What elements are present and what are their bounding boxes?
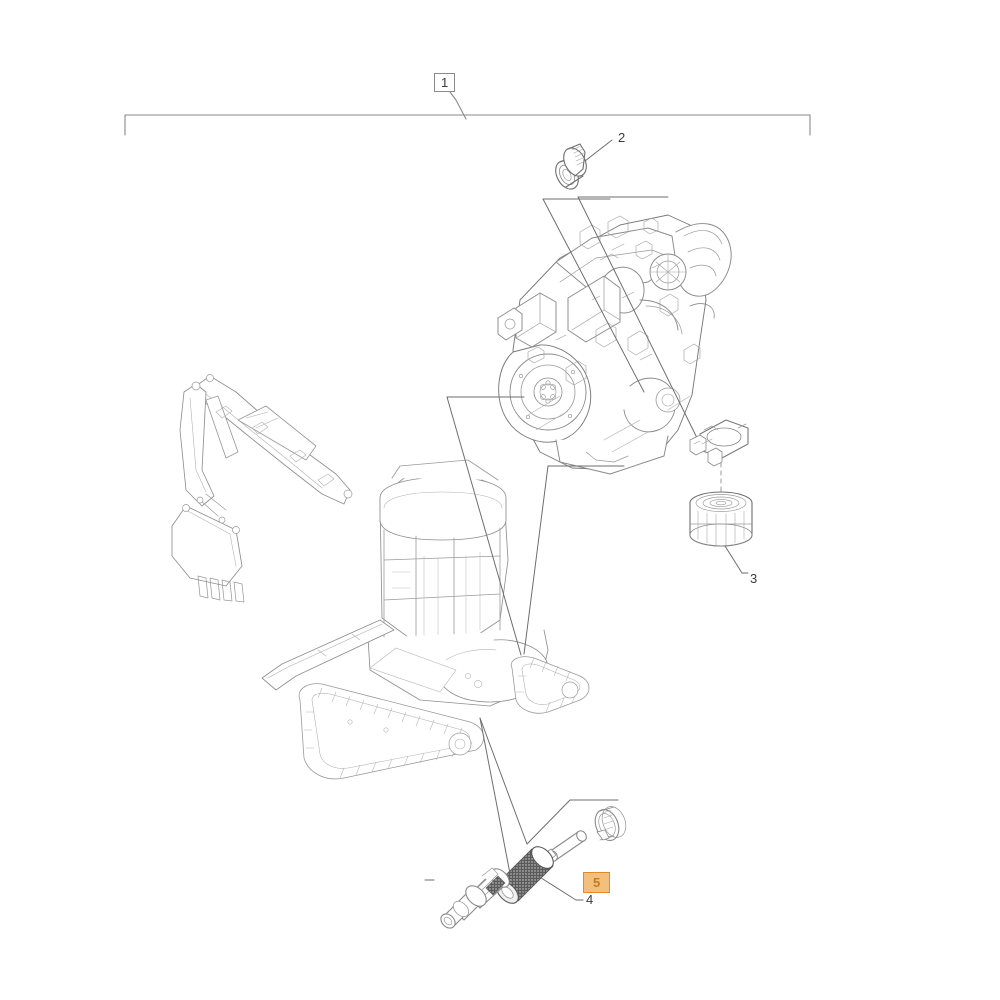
part-cap-bushing (555, 143, 587, 190)
callout-label-1[interactable]: 1 (434, 73, 456, 92)
callout-label-3[interactable]: 3 (750, 571, 758, 586)
part-filter-element (689, 491, 753, 547)
engine-assembly (497, 214, 732, 475)
callout-label-4[interactable]: 4 (586, 892, 594, 907)
filter-head-housing (689, 419, 749, 467)
leader-line-4 (537, 875, 584, 901)
leader-lines-engine (542, 196, 701, 445)
leader-line-3 (724, 545, 749, 574)
assembly-bracket (124, 91, 811, 136)
leader-line-machine-engine (446, 396, 625, 656)
water-separator-bowl (440, 867, 510, 929)
excavator-machine (171, 374, 590, 780)
callout-label-5-highlighted[interactable]: 5 (583, 872, 611, 893)
leader-lines-bottom (479, 717, 619, 885)
callout-label-2[interactable]: 2 (618, 130, 626, 145)
hose-clamp (594, 806, 627, 841)
